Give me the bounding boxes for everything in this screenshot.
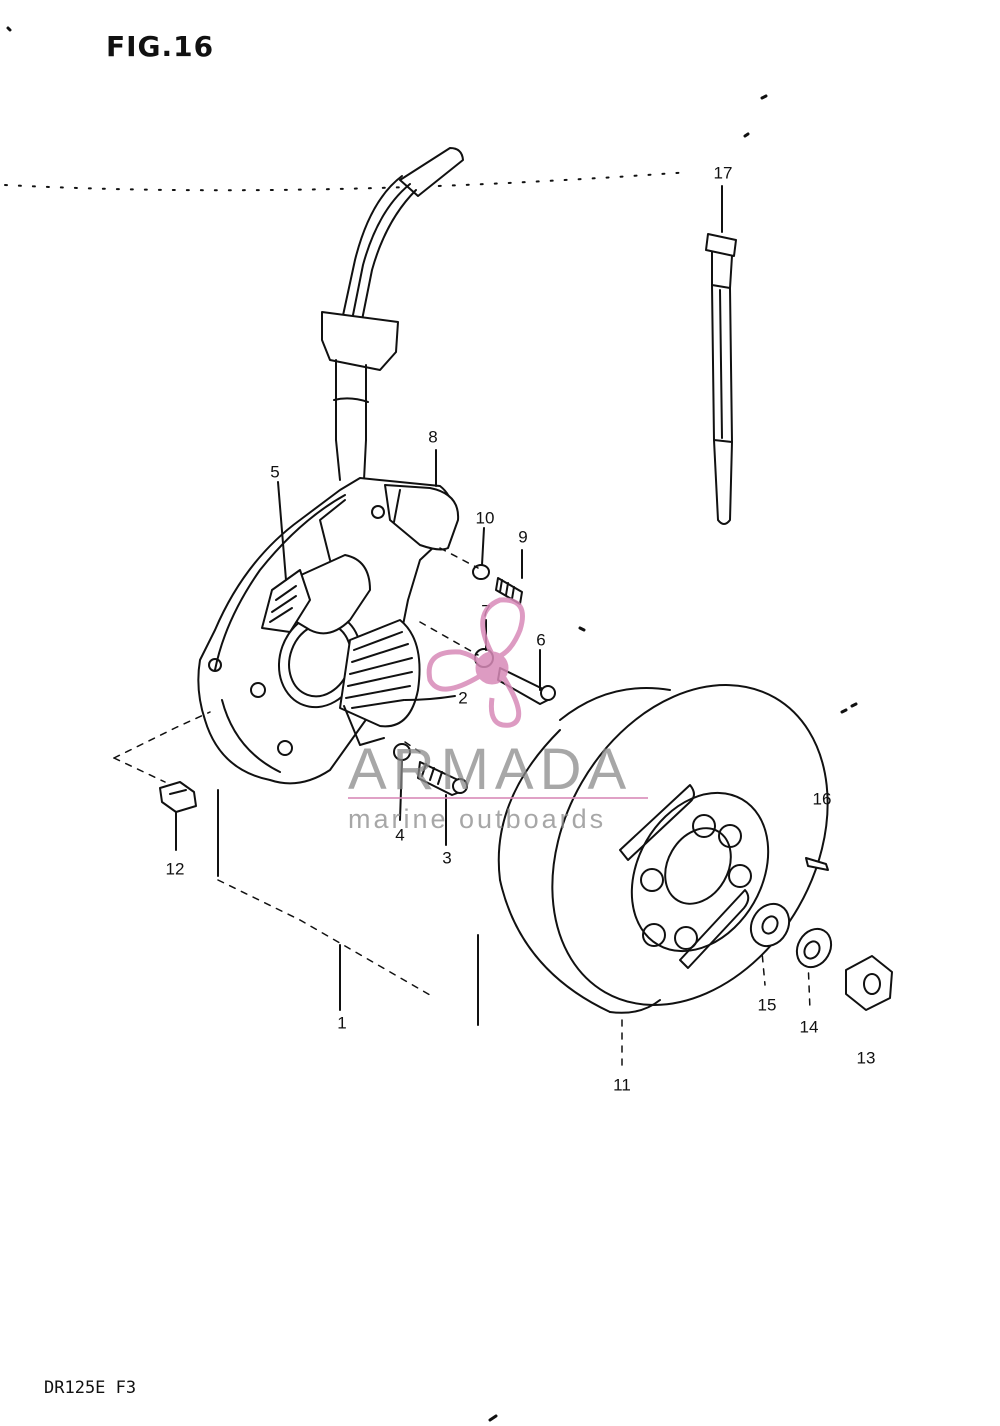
watermark-rule [348, 797, 648, 799]
dotted-noise-line [4, 171, 691, 192]
watermark-word: ARMADA [348, 737, 633, 802]
callout-10: 10 [475, 508, 495, 528]
footer-model-code: DR125E F3 [44, 1378, 137, 1398]
callout-9: 9 [518, 527, 528, 547]
washer-15 [749, 902, 791, 948]
propeller-icon [426, 597, 525, 728]
callout-6: 6 [536, 630, 546, 650]
callout-1: 1 [337, 1013, 347, 1033]
scan-specks [6, 26, 858, 1422]
watermark-subtitle: marine outboards [348, 804, 607, 834]
callout-15: 15 [757, 995, 777, 1015]
leader-lines [113, 547, 811, 1066]
callout-11: 11 [613, 1075, 631, 1095]
nut-13 [845, 955, 893, 1011]
grommet-17 [705, 233, 737, 525]
figure-title: FIG.16 [106, 30, 215, 63]
callout-14: 14 [799, 1017, 819, 1037]
callout-13: 13 [856, 1048, 876, 1068]
key-16 [805, 857, 829, 871]
callout-2: 2 [458, 688, 468, 708]
lock-washer-14 [795, 927, 833, 969]
callout-16: 16 [812, 789, 832, 809]
wire-harness [321, 147, 464, 481]
fasteners-stator [159, 564, 556, 813]
callout-17: 17 [713, 163, 733, 183]
callout-8: 8 [428, 427, 438, 447]
lead-cap [384, 484, 460, 551]
callout-12: 12 [165, 859, 185, 879]
callout-5: 5 [270, 462, 280, 482]
callout-3: 3 [442, 848, 452, 868]
charging-coil [339, 619, 421, 746]
callout-4: 4 [395, 825, 405, 845]
pulser-coil [261, 554, 371, 635]
